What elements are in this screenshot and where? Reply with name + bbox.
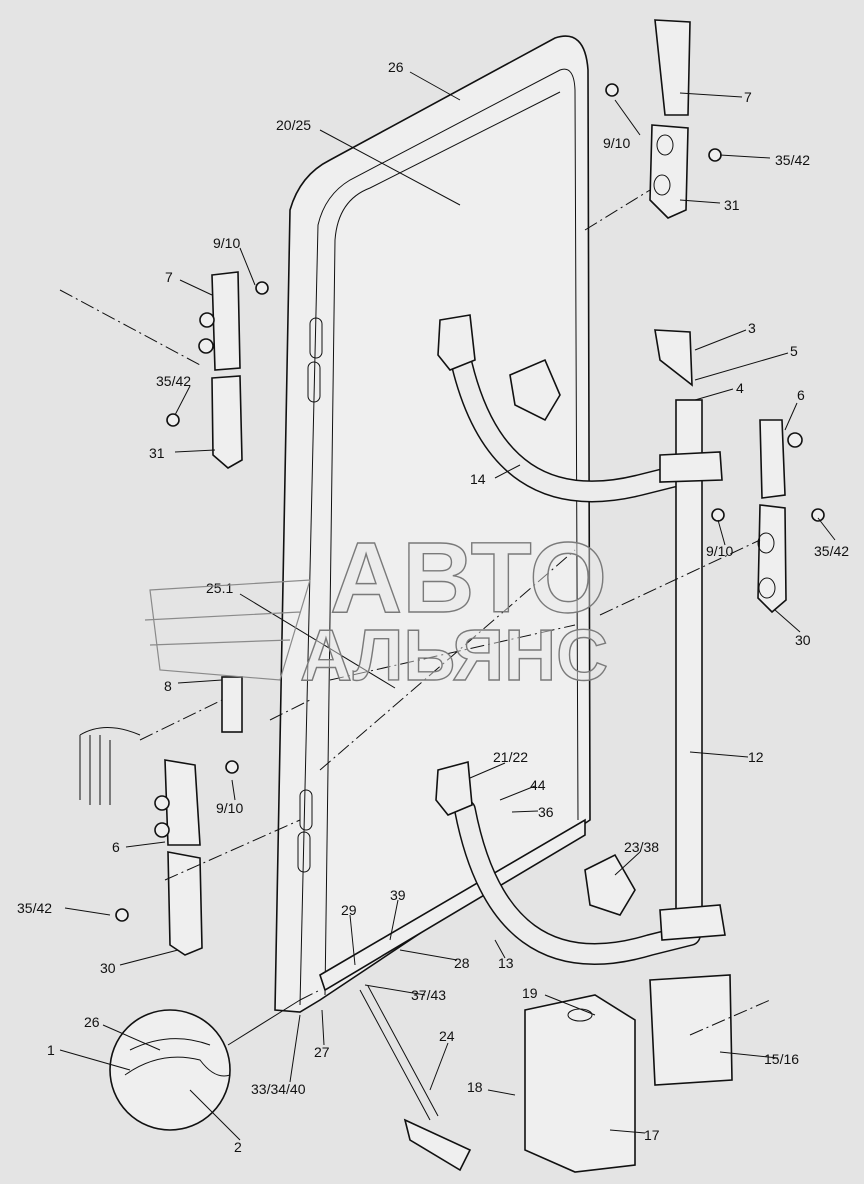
label-9-10: 9/10 [603,135,630,151]
label-35-42: 35/42 [775,152,810,168]
label-44: 44 [530,777,546,793]
label-14: 14 [470,471,486,487]
weatherstrip-detail [79,727,141,805]
hinge-mid-right [711,419,825,614]
label-17: 17 [644,1127,660,1143]
label-4: 4 [736,380,744,396]
hinge-top-right [605,19,722,219]
reservoir-17 [524,994,636,1173]
detail-circle [109,999,301,1131]
callout-labels: 26 20/25 7 9/10 35/42 31 9/10 7 35/42 31… [17,59,849,1155]
label-5: 5 [790,343,798,359]
center-lines [59,189,771,1036]
label-35-42: 35/42 [17,900,52,916]
column-12 [649,329,733,1086]
label-37-43: 37/43 [411,987,446,1003]
label-9-10: 9/10 [216,800,243,816]
label-35-42: 35/42 [156,373,191,389]
label-31: 31 [724,197,740,213]
label-21-22: 21/22 [493,749,528,765]
label-36: 36 [538,804,554,820]
label-3: 3 [748,320,756,336]
label-1: 1 [47,1042,55,1058]
label-20-25: 20/25 [276,117,311,133]
label-33-34-40: 33/34/40 [251,1081,306,1097]
label-12: 12 [748,749,764,765]
leader-lines [59,71,836,1141]
label-26: 26 [84,1014,100,1030]
label-24: 24 [439,1028,455,1044]
label-19: 19 [522,985,538,1001]
upper-arm [437,314,691,503]
label-28: 28 [454,955,470,971]
watermark-line1: АВТО [330,522,607,634]
label-18: 18 [467,1079,483,1095]
label-29: 29 [341,902,357,918]
hinge-left [166,271,269,469]
label-35-42: 35/42 [814,543,849,559]
label-30: 30 [795,632,811,648]
label-25-1: 25.1 [206,580,233,596]
label-9-10: 9/10 [706,543,733,559]
label-26: 26 [388,59,404,75]
label-9-10: 9/10 [213,235,240,251]
label-30: 30 [100,960,116,976]
watermark-line2: АЛЬЯНС [300,616,608,696]
rod-24 [359,985,472,1172]
label-31: 31 [149,445,165,461]
label-2: 2 [234,1139,242,1155]
striker-plate [221,676,243,733]
label-6: 6 [797,387,805,403]
label-15-16: 15/16 [764,1051,799,1067]
label-8: 8 [164,678,172,694]
label-7: 7 [165,269,173,285]
door-frame [274,35,591,1013]
label-27: 27 [314,1044,330,1060]
label-13: 13 [498,955,514,971]
hinge-lower-left [115,759,239,956]
watermark-logo: АВТО АЛЬЯНС [144,521,609,697]
label-6: 6 [112,839,120,855]
label-39: 39 [390,887,406,903]
label-7: 7 [744,89,752,105]
watermark-emblem-icon [144,579,311,681]
label-23-38: 23/38 [624,839,659,855]
lower-arm [435,760,701,965]
